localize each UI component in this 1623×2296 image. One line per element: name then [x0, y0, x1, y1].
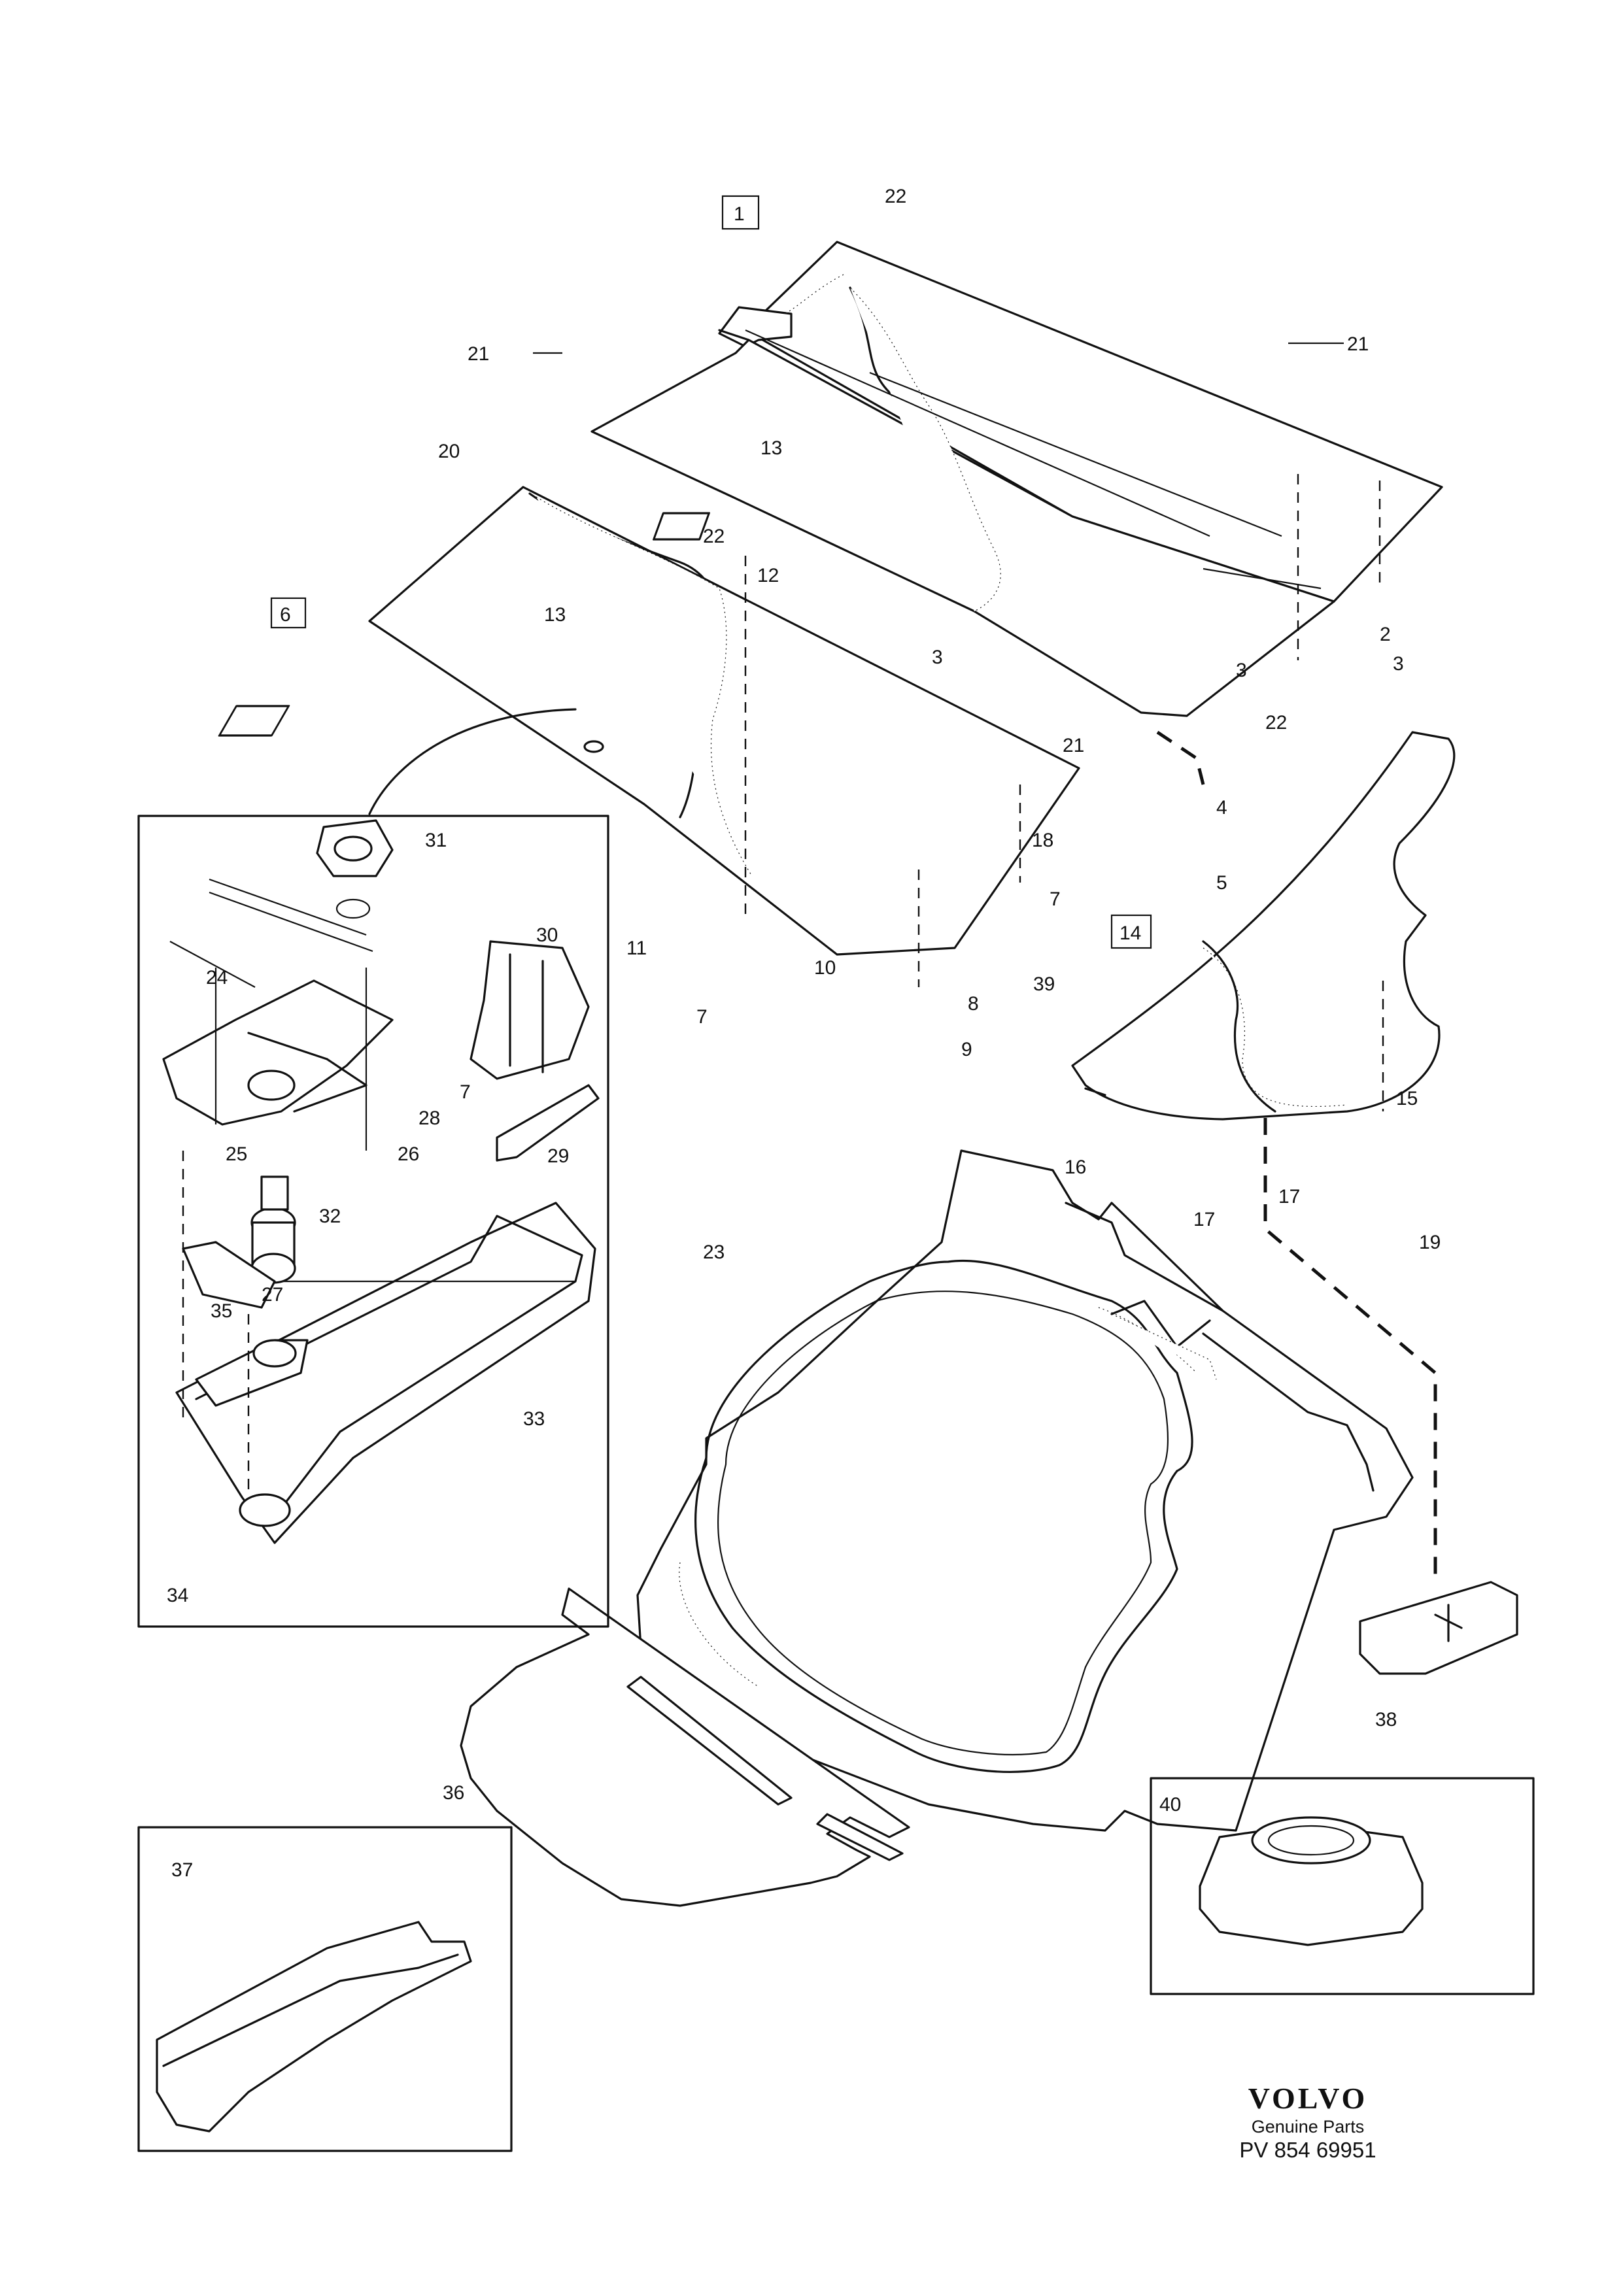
callout-4: 4 — [1216, 797, 1227, 819]
callout-10: 10 — [814, 957, 836, 979]
brand-subtitle: Genuine Parts — [1252, 2117, 1365, 2136]
callout-9: 9 — [961, 1039, 972, 1060]
side-floor-panel — [1071, 731, 1456, 1121]
callout-2: 2 — [1380, 624, 1391, 645]
callout-17: 17 — [1278, 1186, 1300, 1207]
large-floor-mat — [636, 1149, 1414, 1832]
callout-21: 21 — [1063, 735, 1084, 756]
callout-6: 6 — [280, 604, 291, 626]
callout-7: 7 — [460, 1081, 471, 1103]
callout-34: 34 — [167, 1585, 188, 1606]
callout-18: 18 — [1032, 830, 1053, 851]
callout-35: 35 — [211, 1300, 232, 1322]
callout-24: 24 — [206, 967, 228, 988]
callout-22: 22 — [885, 186, 906, 207]
callout-13: 13 — [544, 604, 566, 626]
callout-21: 21 — [468, 343, 489, 365]
part-38-cover — [1359, 1581, 1518, 1675]
callout-17: 17 — [1193, 1209, 1215, 1230]
callout-19: 19 — [1419, 1232, 1441, 1253]
callout-7: 7 — [696, 1006, 708, 1028]
callout-28: 28 — [419, 1107, 440, 1129]
callout-26: 26 — [398, 1143, 419, 1165]
connection-lines — [368, 474, 1437, 1576]
callout-30: 30 — [536, 924, 558, 946]
callout-32: 32 — [319, 1206, 341, 1227]
callout-3: 3 — [1393, 653, 1404, 675]
callout-16: 16 — [1065, 1156, 1086, 1178]
callout-25: 25 — [226, 1143, 247, 1165]
callout-23: 23 — [703, 1241, 725, 1263]
callout-38: 38 — [1375, 1709, 1397, 1730]
callout-1: 1 — [734, 203, 745, 225]
center-floor-panel — [218, 486, 1080, 956]
detail-box-37 — [137, 1826, 513, 2152]
callout-29: 29 — [547, 1145, 569, 1167]
callout-37: 37 — [171, 1859, 193, 1881]
callout-20: 20 — [438, 441, 460, 462]
brand-footer: VOLVO Genuine Parts PV 854 69951 — [1239, 2082, 1376, 2162]
callout-13: 13 — [760, 437, 782, 459]
detail-box-armrest — [137, 815, 609, 1628]
callout-27: 27 — [262, 1284, 283, 1306]
upper-floor-panel — [590, 241, 1443, 717]
small-floor-mat — [460, 1587, 910, 1907]
callout-33: 33 — [523, 1408, 545, 1430]
callout-40: 40 — [1159, 1794, 1181, 1815]
callout-31: 31 — [425, 830, 447, 851]
callout-7: 7 — [1050, 888, 1061, 910]
callout-14: 14 — [1119, 922, 1141, 944]
callout-11: 11 — [626, 937, 647, 959]
callout-22: 22 — [703, 526, 725, 547]
callout-36: 36 — [443, 1782, 464, 1804]
callout-labels: 1 22 21 21 20 13 12 22 6 13 3 2 3 3 21 4… — [167, 186, 1441, 1881]
callout-3: 3 — [1236, 660, 1247, 681]
callout-39: 39 — [1033, 973, 1055, 995]
brand-logo: VOLVO — [1248, 2082, 1368, 2115]
detail-box-40 — [1150, 1777, 1535, 1995]
callout-21: 21 — [1347, 333, 1369, 355]
callout-5: 5 — [1216, 872, 1227, 894]
part-number: PV 854 69951 — [1239, 2138, 1376, 2162]
callout-3: 3 — [932, 647, 943, 668]
callout-22: 22 — [1265, 712, 1287, 734]
callout-12: 12 — [757, 565, 779, 586]
callout-8: 8 — [968, 993, 979, 1015]
callout-15: 15 — [1396, 1088, 1418, 1109]
